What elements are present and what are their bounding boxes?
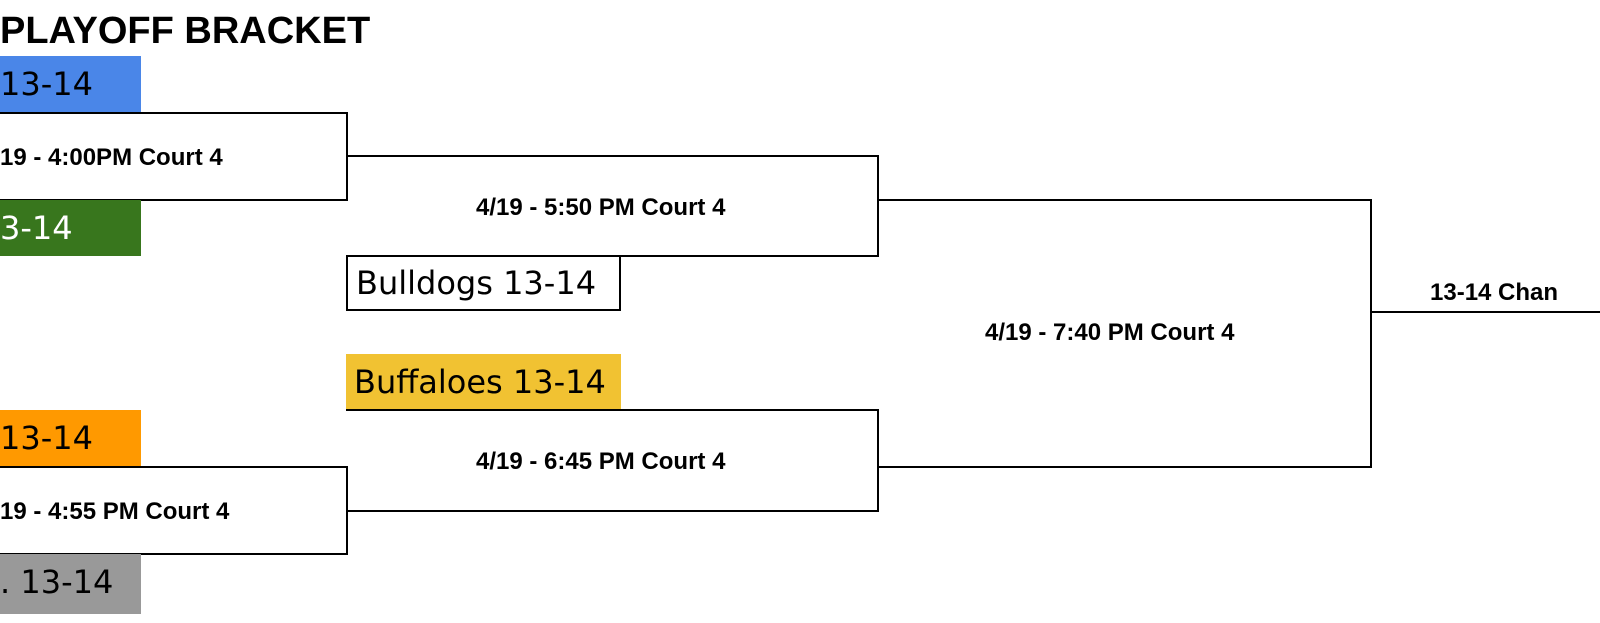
bracket-line-r2-bottom-vertical — [877, 409, 879, 512]
bracket-line-r2-top-lower — [620, 255, 879, 257]
team-slot-buffaloes: Buffaloes 13-14 — [346, 354, 621, 410]
bracket-line-final-upper — [877, 199, 1372, 201]
game-2-label: 19 - 4:55 PM Court 4 — [0, 498, 230, 525]
team-slot-orange: 13-14 — [0, 410, 141, 466]
bracket-line-final-lower — [877, 466, 1372, 468]
bracket-line-r2-top-vertical — [877, 155, 879, 257]
bracket-line-final-vertical — [1370, 199, 1372, 468]
team-slot-bulldogs: Bulldogs 13-14 — [346, 255, 621, 311]
team-slot-green: 3-14 — [0, 200, 141, 256]
game-final-label: 4/19 - 7:40 PM Court 4 — [985, 319, 1235, 346]
team-slot-gray: . 13-14 — [0, 554, 141, 614]
champion-label: 13-14 Chan — [1430, 279, 1559, 306]
bracket-line-r2-top-upper — [346, 155, 879, 157]
game-4-label: 4/19 - 6:45 PM Court 4 — [476, 448, 726, 475]
game-3-label: 4/19 - 5:50 PM Court 4 — [476, 194, 726, 221]
team-slot-blue: 13-14 — [0, 56, 141, 112]
bracket-line-r2-bottom-lower — [346, 510, 879, 512]
game-1-label: 19 - 4:00PM Court 4 — [0, 144, 223, 171]
page-title: PLAYOFF BRACKET — [0, 10, 371, 52]
bracket-line-champion — [1370, 311, 1600, 313]
bracket-line-r2-bottom-upper — [346, 409, 879, 411]
